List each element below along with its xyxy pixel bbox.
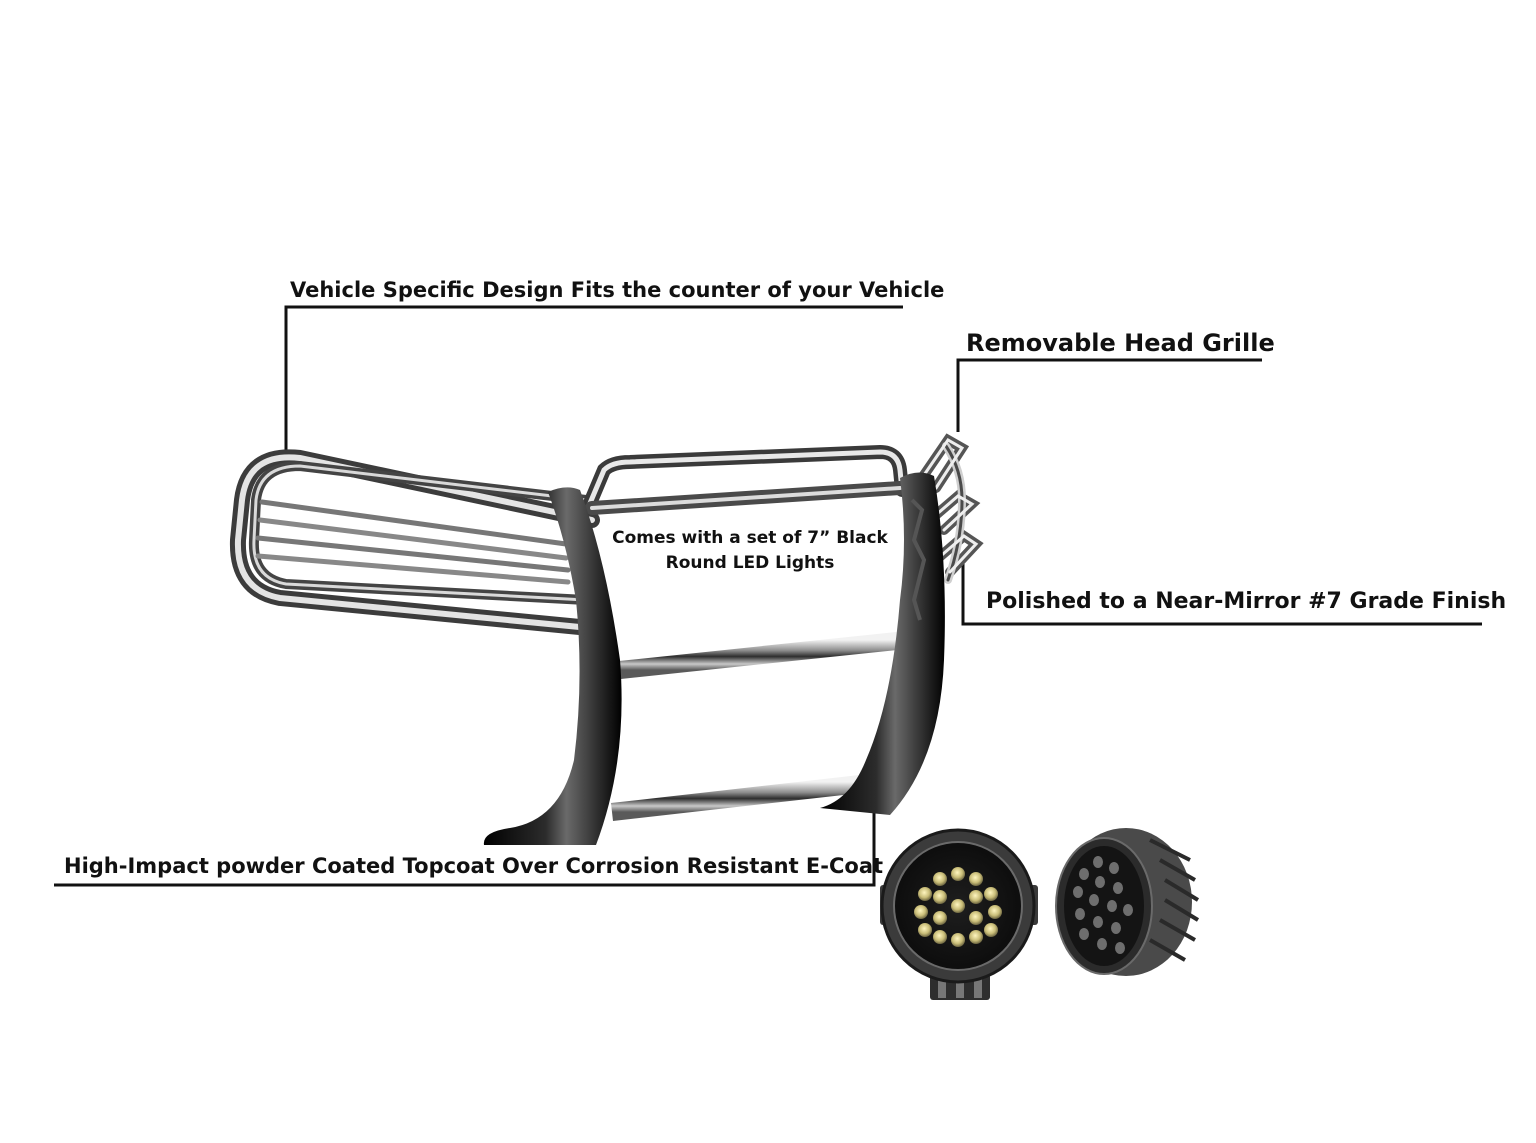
led-chips-angled [1073,856,1133,954]
leader-lines [54,305,1482,887]
leader-removable-grille [956,358,1262,432]
right-upright [820,472,945,815]
removable-head-grille [917,433,984,584]
leader-vehicle-design [284,305,903,452]
cross-bars [610,631,907,821]
callout-removable-grille: Removable Head Grille [966,329,1275,357]
left-wing-guard [229,449,600,636]
led-chips-front [914,867,1002,947]
callout-powder-coat: High-Impact powder Coated Topcoat Over C… [64,854,884,878]
led-light-angled [1055,828,1200,976]
callout-vehicle-design: Vehicle Specific Design Fits the counter… [290,278,945,302]
black-uprights [483,472,945,845]
leader-polished-finish [961,560,1482,626]
callout-polished-finish: Polished to a Near-Mirror #7 Grade Finis… [986,589,1507,614]
led-light-front [880,828,1038,1000]
callout-led-lights: Comes with a set of 7” Black Round LED L… [612,528,888,573]
leader-powder-coat [54,805,876,887]
left-upright [483,487,622,845]
top-hoop [581,444,909,515]
